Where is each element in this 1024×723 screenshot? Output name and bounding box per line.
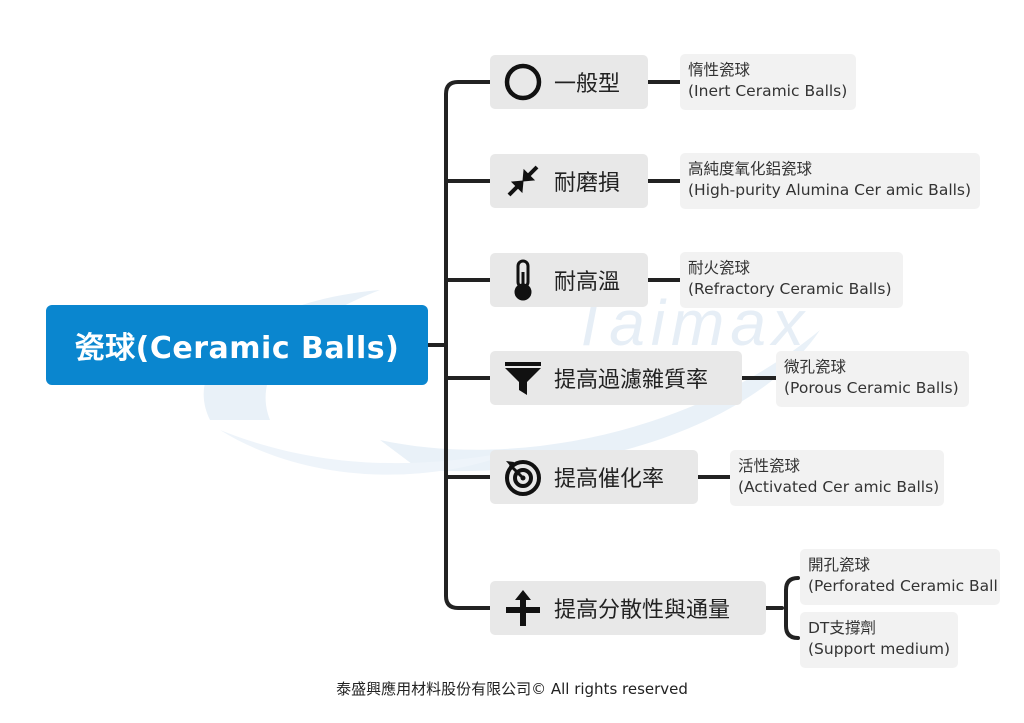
leaf-en: (Inert Ceramic Balls) bbox=[688, 82, 848, 100]
copyright-footer: 泰盛興應用材料股份有限公司© All rights reserved bbox=[336, 680, 688, 698]
branch-label: 耐高溫 bbox=[554, 270, 621, 295]
circle-ring-icon bbox=[502, 61, 544, 103]
leaf-en: (Porous Ceramic Balls) bbox=[784, 379, 959, 397]
branch-node-general: 一般型 bbox=[490, 55, 648, 109]
leaf-activated: 活性瓷球 (Activated Cer amic Balls) bbox=[730, 450, 944, 506]
leaf-en: (Refractory Ceramic Balls) bbox=[688, 280, 892, 298]
root-label: 瓷球(Ceramic Balls) bbox=[74, 331, 400, 366]
branch-label: 一般型 bbox=[554, 72, 621, 97]
branch-node-dispersion: 提高分散性與通量 bbox=[490, 581, 766, 635]
leaf-en: (High-purity Alumina Cer amic Balls) bbox=[688, 181, 972, 199]
leaf-en: (Support medium) bbox=[808, 640, 950, 658]
leaf-refractory: 耐火瓷球 (Refractory Ceramic Balls) bbox=[680, 252, 903, 308]
thermometer-icon bbox=[502, 259, 544, 301]
branch-node-wear-resistant: 耐磨損 bbox=[490, 154, 648, 208]
leaf-alumina: 高純度氧化鋁瓷球 (High-purity Alumina Cer amic B… bbox=[680, 153, 980, 209]
leaf-support-medium: DT支撐劑 (Support medium) bbox=[800, 612, 958, 668]
leaf-zh: 惰性瓷球 bbox=[688, 61, 751, 79]
leaf-zh: 活性瓷球 bbox=[738, 457, 801, 475]
branch-node-catalysis: 提高催化率 bbox=[490, 450, 698, 504]
branch-label: 耐磨損 bbox=[554, 171, 621, 196]
leaf-zh: 開孔瓷球 bbox=[808, 556, 871, 574]
leaf-inert: 惰性瓷球 (Inert Ceramic Balls) bbox=[680, 54, 856, 110]
target-icon bbox=[502, 456, 544, 498]
leaf-porous: 微孔瓷球 (Porous Ceramic Balls) bbox=[776, 351, 969, 407]
branch-label: 提高催化率 bbox=[554, 467, 665, 492]
branch-node-filtration: 提高過濾雜質率 bbox=[490, 351, 742, 405]
leaf-perforated: 開孔瓷球 (Perforated Ceramic Ball bbox=[800, 549, 1000, 605]
root-node: 瓷球(Ceramic Balls) bbox=[46, 305, 428, 385]
split-arrows-icon bbox=[502, 587, 544, 629]
leaf-en: (Perforated Ceramic Ball bbox=[808, 577, 998, 595]
branch-label: 提高分散性與通量 bbox=[554, 598, 731, 623]
branch-node-heat-resistant: 耐高溫 bbox=[490, 253, 648, 307]
leaf-zh: 高純度氧化鋁瓷球 bbox=[688, 160, 813, 178]
leaf-zh: 微孔瓷球 bbox=[784, 358, 847, 376]
compress-arrows-icon bbox=[502, 160, 544, 202]
leaf-zh: 耐火瓷球 bbox=[688, 259, 751, 277]
leaf-en: (Activated Cer amic Balls) bbox=[738, 478, 940, 496]
leaf-zh: DT支撐劑 bbox=[808, 619, 876, 637]
branch-label: 提高過濾雜質率 bbox=[554, 368, 709, 393]
funnel-filter-icon bbox=[502, 357, 544, 399]
